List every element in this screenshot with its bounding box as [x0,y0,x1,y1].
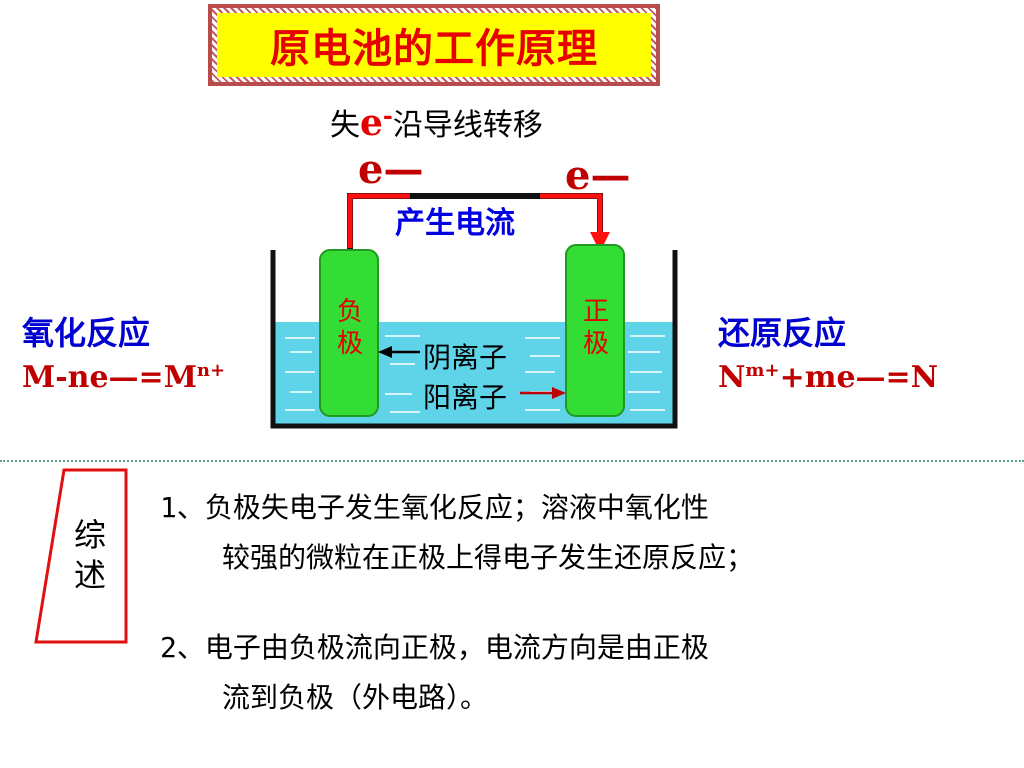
subtitle-electron-charge: - [382,101,393,130]
subtitle-suffix: 沿导线转移 [392,108,543,143]
galvanic-cell-diagram [270,193,678,429]
oxidation-equation: M-ne—=Mn+ [22,360,225,395]
oxidation-equation-main: M-ne—=M [22,360,197,395]
negative-electrode-label: 负 极 [336,297,363,359]
current-label: 产生电流 [395,206,515,241]
cation-arrowhead [552,387,566,399]
summary-point-2-line-2: 流到负极（外电路）。 [222,681,489,714]
reduction-equation-ion: N [718,360,746,395]
subtitle-prefix: 失 [330,108,360,143]
positive-electrode [565,244,625,417]
anion-arrowhead [378,346,392,358]
cation-label: 阳离子 [423,381,508,414]
section-divider [0,460,1024,462]
subtitle: 失e-沿导线转移 [330,100,543,144]
electron-arrowhead [590,232,610,252]
reduction-equation-rest: +me—=N [779,360,939,395]
summary-point-1-line-2: 较强的微粒在正极上得电子发生还原反应； [222,541,755,574]
summary-point-1-line-1: 1、负极失电子发生氧化反应；溶液中氧化性 [160,491,709,524]
electron-flow-left [347,193,410,248]
beaker [270,250,678,429]
oxidation-title: 氧化反应 [22,314,151,352]
electron-label-right: e— [565,152,631,199]
summary-label: 综 述 [73,516,106,594]
reduction-equation-charge: m+ [745,360,780,381]
summary-frame [34,468,128,644]
positive-electrode-label: 正 极 [582,297,609,359]
reduction-title: 还原反应 [718,314,847,352]
electron-flow-right [540,193,603,236]
oxidation-equation-charge: n+ [196,360,226,381]
summary-point-2-line-1: 2、电子由负极流向正极，电流方向是由正极 [160,631,709,664]
subtitle-electron: e [360,102,383,144]
negative-electrode [319,249,379,417]
title-box: 原电池的工作原理 [208,4,660,86]
anion-label: 阴离子 [423,341,508,374]
reduction-equation: Nm++me—=N [718,360,938,395]
electron-label-left: e— [358,146,424,193]
page-title: 原电池的工作原理 [217,13,651,77]
